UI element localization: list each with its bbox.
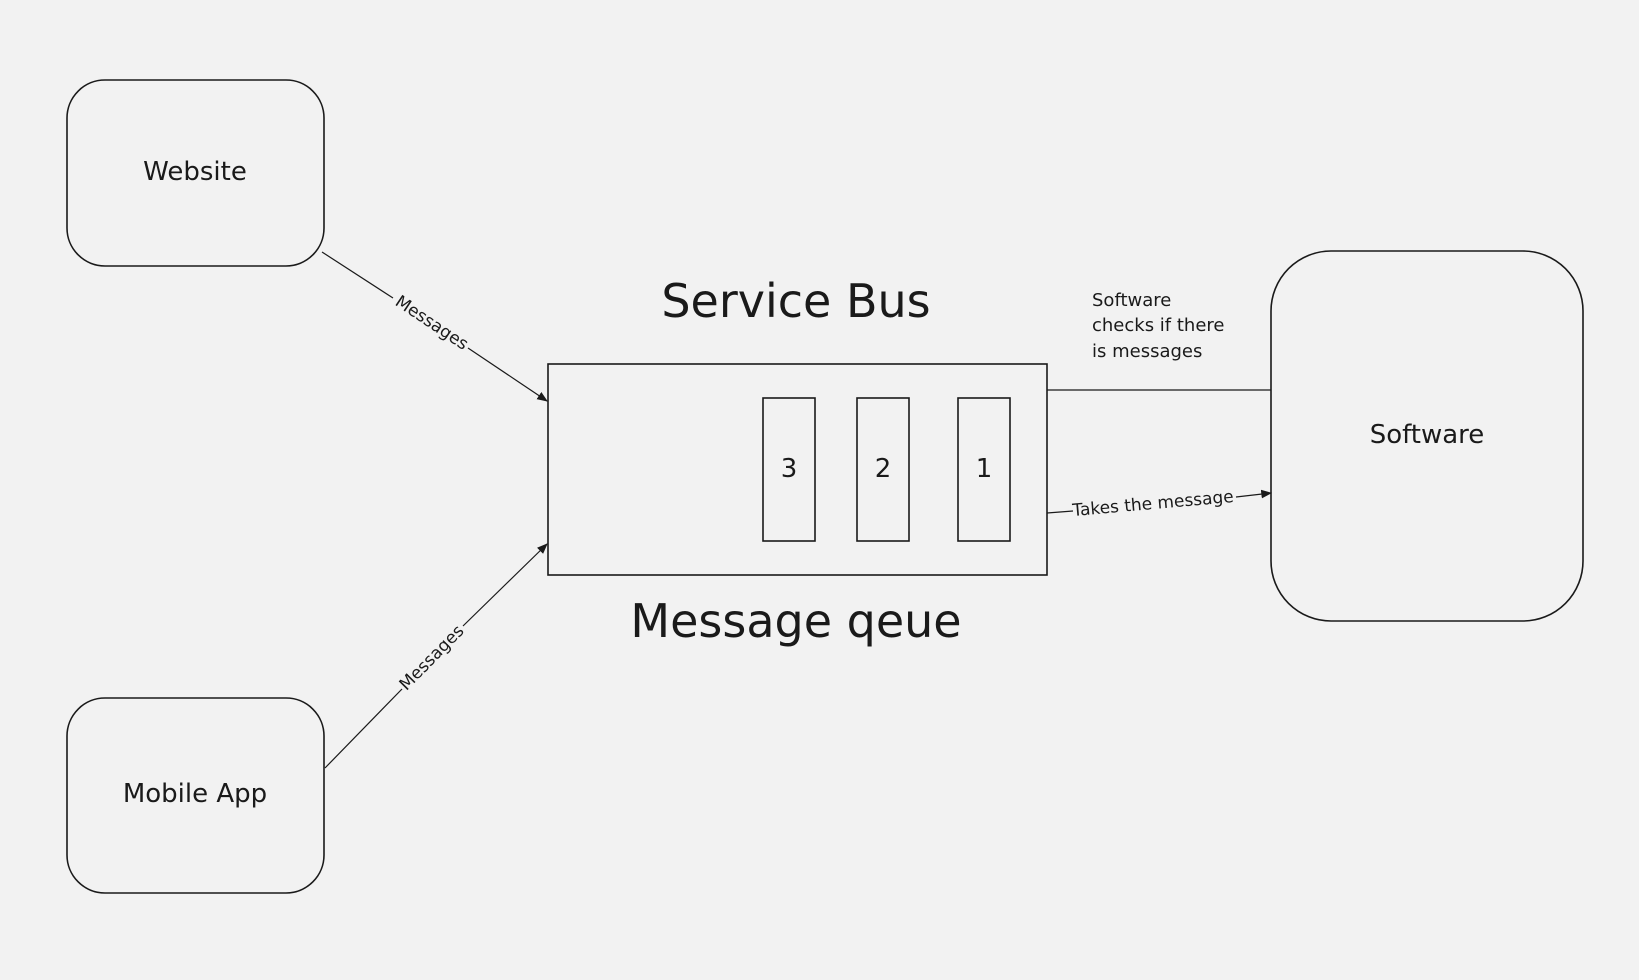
software-box[interactable] — [1270, 250, 1584, 622]
queue-slot-box[interactable] — [762, 397, 816, 542]
software-node[interactable]: Software — [1270, 250, 1584, 622]
edge-label-takes-message: Takes the message — [1071, 487, 1235, 521]
service-bus-title: Service Bus — [661, 274, 930, 328]
edge-segment-arrow — [467, 347, 548, 402]
queue-container[interactable] — [547, 363, 1048, 576]
mobile-app-label: Mobile App — [123, 779, 267, 809]
edge-label-messages: Messages — [391, 292, 472, 355]
edge-label-messages: Messages — [396, 621, 469, 695]
edge-note-line-2: checks if there — [1092, 315, 1224, 336]
edge-mobile-to-queue[interactable]: Messages — [324, 543, 548, 769]
queue-slot-number: 2 — [875, 454, 892, 484]
queue-slot-box[interactable] — [856, 397, 910, 542]
queue-slot-2[interactable]: 2 — [856, 397, 910, 542]
edge-segment — [324, 688, 403, 769]
edge-note-line-3: is messages — [1092, 341, 1202, 362]
edge-segment — [1046, 510, 1074, 514]
website-label: Website — [143, 157, 247, 187]
message-queue[interactable]: 3 2 1 — [547, 363, 1048, 576]
queue-slot-number: 1 — [976, 454, 993, 484]
queue-slot-number: 3 — [781, 454, 798, 484]
mobile-app-box[interactable] — [66, 697, 325, 894]
queue-slot-3[interactable]: 3 — [762, 397, 816, 542]
website-node[interactable]: Website — [66, 79, 325, 267]
website-box[interactable] — [66, 79, 325, 267]
message-queue-caption: Message qeue — [630, 594, 961, 648]
queue-slot-1[interactable]: 1 — [957, 397, 1011, 542]
mobile-app-node[interactable]: Mobile App — [66, 697, 325, 894]
edge-note-line-1: Software — [1092, 290, 1171, 311]
edge-website-to-queue[interactable]: Messages — [321, 251, 548, 402]
edge-queue-to-software-take[interactable]: Takes the message — [1046, 487, 1273, 521]
queue-slot-box[interactable] — [957, 397, 1011, 542]
edge-segment — [321, 251, 394, 299]
edge-queue-to-software-check[interactable]: Software checks if there is messages — [1047, 290, 1271, 391]
edge-segment-arrow — [1235, 489, 1273, 499]
edge-segment-arrow — [462, 543, 548, 627]
software-label: Software — [1370, 420, 1485, 450]
